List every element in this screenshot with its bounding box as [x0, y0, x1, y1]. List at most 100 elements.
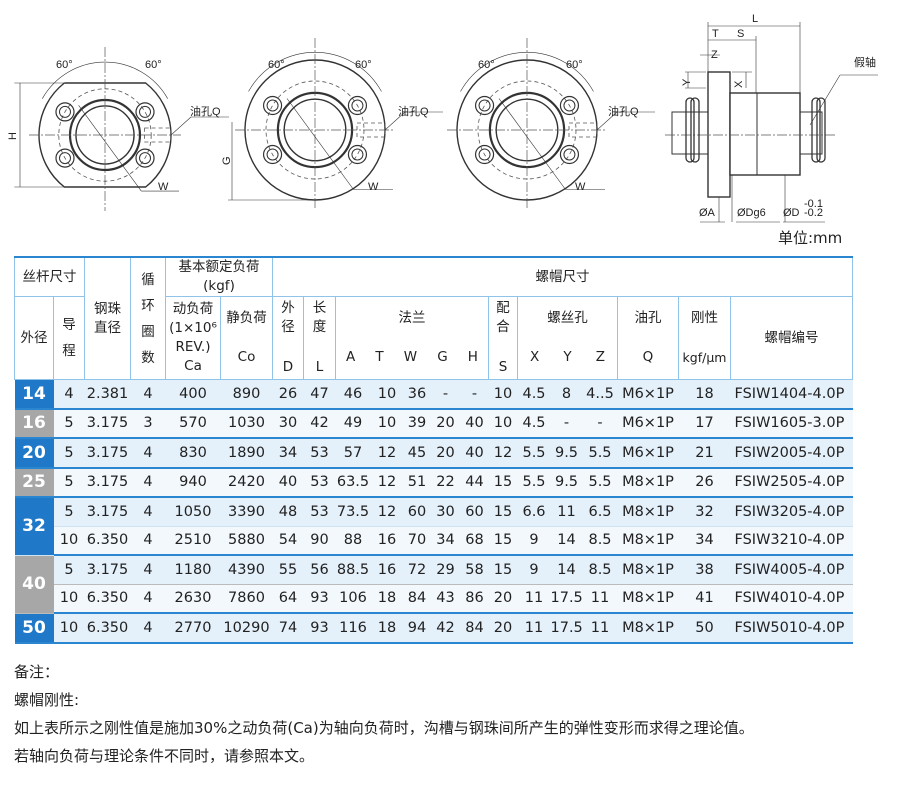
table-cell: 7860	[220, 584, 273, 614]
table-cell: 60	[460, 497, 489, 527]
table-cell: 4	[130, 438, 166, 469]
notes-line2: 若轴向负荷与理论条件不同时，请参照本文。	[14, 747, 315, 765]
table-cell: 3.175	[84, 438, 131, 469]
oil-hole-label: 油孔Q	[608, 104, 639, 118]
leader-line	[384, 111, 406, 131]
table-cell: 70	[403, 526, 431, 556]
table-cell: 20	[488, 584, 518, 614]
table-cell: 890	[220, 379, 273, 410]
table-cell: 11	[582, 613, 618, 644]
table-cell: FSIW2505-4.0P	[730, 467, 853, 498]
table-cell: 10	[53, 584, 85, 614]
table-cell: 830	[165, 438, 221, 469]
table-cell: M6×1P	[617, 438, 679, 469]
table-cell: 570	[165, 408, 221, 439]
table-cell: M6×1P	[617, 379, 679, 410]
table-cell: M8×1P	[617, 555, 679, 585]
angle-label: 60°	[56, 59, 73, 71]
bolt-hole	[351, 99, 364, 112]
table-cell: FSIW1605-3.0P	[730, 408, 853, 439]
w-label: W	[368, 181, 379, 193]
table-cell: 3.175	[84, 467, 131, 498]
table-cell: -	[550, 408, 583, 439]
header-screw-size: 丝杆尺寸	[14, 256, 85, 297]
angle-arc	[248, 52, 382, 92]
table-cell: M8×1P	[617, 497, 679, 527]
retaining-ring	[811, 97, 821, 163]
screw-outer-dia-cell: 40	[14, 555, 54, 614]
table-cell: 47	[303, 379, 336, 410]
leader-line	[78, 105, 142, 192]
table-cell: 2510	[165, 526, 221, 556]
dia-dg6-label: ØDg6	[737, 207, 766, 219]
w-label: W	[158, 181, 169, 193]
table-cell: 2420	[220, 467, 273, 498]
dim-s: S	[737, 28, 744, 40]
dummy-shaft	[799, 111, 823, 155]
table-cell: 38	[678, 555, 731, 585]
table-cell: 5	[53, 555, 85, 585]
screw-outer-dia-cell: 50	[14, 613, 54, 644]
bolt-hole	[139, 105, 152, 118]
table-cell: 18	[678, 379, 731, 410]
retaining-ring	[685, 97, 695, 163]
flange-views	[14, 38, 655, 211]
table-cell: 50	[678, 613, 731, 644]
bolt-hole	[58, 152, 71, 165]
table-cell: 60	[403, 497, 431, 527]
table-cell: FSIW4010-4.0P	[730, 584, 853, 614]
table-cell: M6×1P	[617, 408, 679, 439]
table-cell: 17.5	[550, 584, 583, 614]
table-cell: 10	[53, 613, 85, 644]
table-cell: 18	[370, 584, 404, 614]
side-view	[665, 22, 878, 223]
bolt-hole	[563, 99, 576, 112]
table-cell: FSIW2005-4.0P	[730, 438, 853, 469]
angle-label: 60°	[566, 59, 583, 71]
table-cell: 4	[53, 379, 85, 410]
table-cell: 10	[370, 408, 404, 439]
table-cell: 12	[370, 467, 404, 498]
table-cell: 2770	[165, 613, 221, 644]
table-cell: 15	[488, 555, 518, 585]
table-cell: 8.5	[582, 526, 618, 556]
table-cell: 3390	[220, 497, 273, 527]
table-cell: 8	[550, 379, 583, 410]
table-cell: 40	[460, 438, 489, 469]
bolt-hole	[266, 99, 279, 112]
table-cell: 26	[678, 467, 731, 498]
header-ball-dia: 钢珠直径	[84, 256, 131, 380]
table-cell: 6.350	[84, 526, 131, 556]
table-cell: 53	[303, 497, 336, 527]
table-cell: 8.5	[582, 555, 618, 585]
table-cell: 3.175	[84, 497, 131, 527]
table-cell: 48	[272, 497, 304, 527]
table-cell: 64	[272, 584, 304, 614]
bolt-hole	[55, 148, 75, 168]
bolt-hole	[135, 148, 155, 168]
table-cell: FSIW1404-4.0P	[730, 379, 853, 410]
table-cell: 5	[53, 497, 85, 527]
table-cell: 26	[272, 379, 304, 410]
table-cell: 86	[460, 584, 489, 614]
table-cell: 30	[430, 497, 461, 527]
table-cell: 40	[272, 467, 304, 498]
table-cell: 32	[678, 497, 731, 527]
table-cell: 34	[678, 526, 731, 556]
table-cell: 106	[335, 584, 371, 614]
table-cell: 5	[53, 408, 85, 439]
table-cell: 88.5	[335, 555, 371, 585]
table-cell: 5.5	[517, 438, 551, 469]
h-label: H	[7, 132, 19, 140]
table-cell: 12	[370, 497, 404, 527]
table-cell: 5.5	[582, 467, 618, 498]
table-cell: 30	[272, 408, 304, 439]
table-cell: 9.5	[550, 467, 583, 498]
table-cell: 74	[272, 613, 304, 644]
